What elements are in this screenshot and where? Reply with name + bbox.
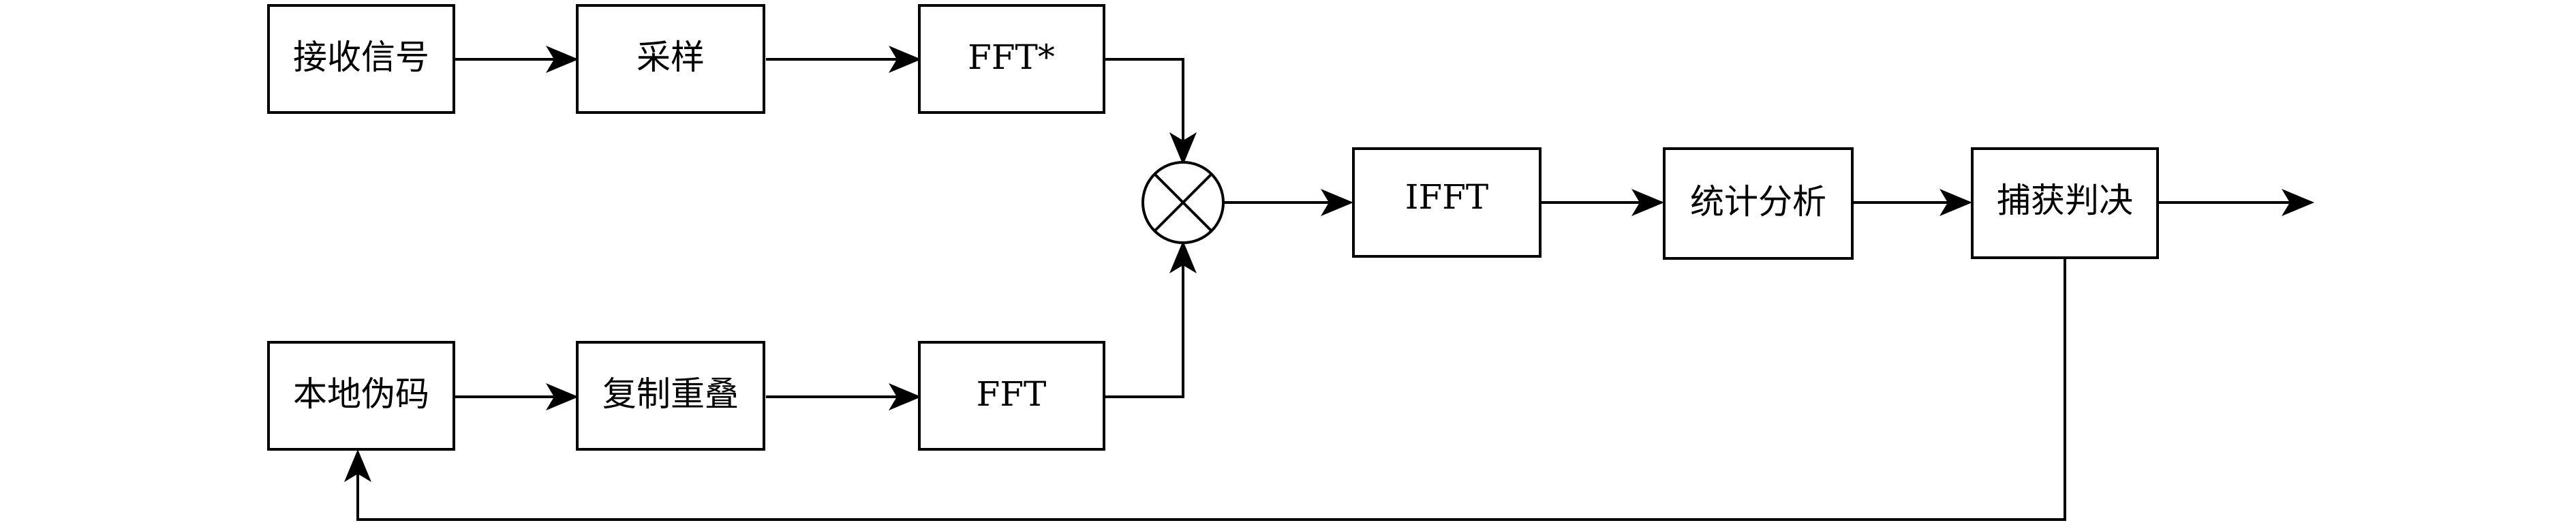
block-sampling-label: 采样 — [637, 38, 705, 77]
wire-feedback-to-local-code — [344, 259, 2066, 521]
block-copy-overlap-label: 复制重叠 — [602, 374, 739, 414]
block-fft-label: FFT — [977, 374, 1047, 414]
block-recv-signal-label: 接收信号 — [293, 38, 429, 77]
block-sampling: 采样 — [576, 4, 765, 114]
connections — [344, 46, 2314, 521]
block-local-code-label: 本地伪码 — [293, 374, 429, 414]
wire-fftconj-to-mixer — [1104, 58, 1197, 165]
block-ifft-label: IFFT — [1405, 177, 1489, 217]
block-statistics-label: 统计分析 — [1690, 182, 1826, 222]
wire-fft-to-mixer — [1104, 241, 1197, 398]
block-ifft: IFFT — [1352, 147, 1542, 258]
block-copy-overlap: 复制重叠 — [576, 341, 765, 451]
block-recv-signal: 接收信号 — [267, 4, 455, 114]
multiply-circle-icon — [1141, 161, 1225, 244]
block-fft-conj: FFT* — [918, 4, 1105, 114]
block-decision-label: 捕获判决 — [1997, 181, 2133, 220]
block-local-code: 本地伪码 — [267, 341, 455, 451]
block-decision: 捕获判决 — [1971, 147, 2159, 259]
block-fft: FFT — [918, 341, 1105, 451]
block-fft-conj-label: FFT* — [968, 38, 1055, 77]
block-statistics: 统计分析 — [1663, 147, 1854, 260]
